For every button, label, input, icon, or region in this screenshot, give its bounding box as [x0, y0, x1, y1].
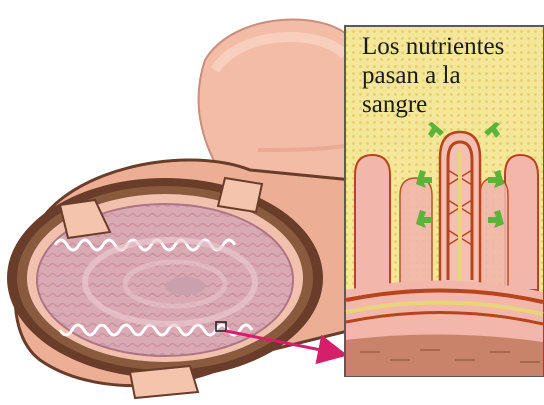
- inset-caption: Los nutrientes pasan a la sangre: [362, 32, 542, 119]
- caption-line-1: Los nutrientes: [362, 32, 542, 61]
- caption-line-3: sangre: [362, 90, 542, 119]
- caption-line-2: pasan a la: [362, 61, 542, 90]
